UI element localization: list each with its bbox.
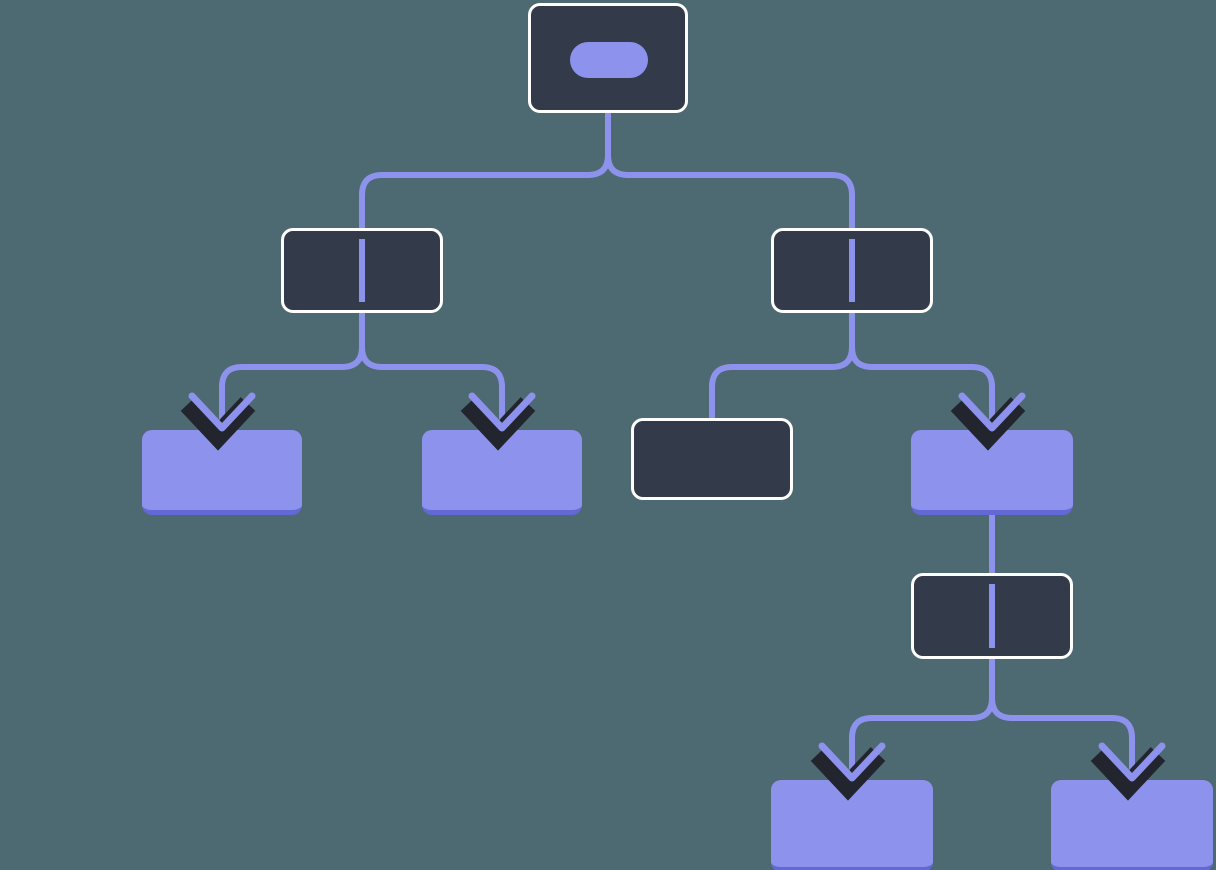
node-label [142, 430, 143, 431]
node-l2b[interactable] [771, 228, 933, 313]
edge-l4a-l5b [989, 695, 1135, 783]
node-label [911, 430, 912, 431]
node-l3a[interactable] [142, 430, 302, 515]
edge-l2a-l3b [359, 344, 505, 433]
node-l4a[interactable] [911, 573, 1073, 659]
node-label [1051, 780, 1052, 781]
edge-l2a-l3a [219, 310, 365, 433]
arrow-head-stroke [468, 392, 536, 432]
edge-l4a-l5a [849, 656, 995, 783]
edge-l2b-l3c [709, 310, 855, 421]
node-l5a[interactable] [771, 780, 933, 870]
arrow-head-stroke [818, 742, 886, 782]
root-pill-badge[interactable] [570, 42, 648, 78]
node-l3c[interactable] [631, 418, 793, 500]
node-label [774, 231, 775, 232]
edge-l2b-l3d [849, 344, 995, 433]
node-label [422, 430, 423, 431]
node-l3d[interactable] [911, 430, 1073, 515]
node-label [914, 576, 915, 577]
node-label [531, 6, 532, 7]
node-label [771, 780, 772, 781]
node-l3b[interactable] [422, 430, 582, 515]
arrow-head-stroke [1098, 742, 1166, 782]
node-l2a[interactable] [281, 228, 443, 313]
arrow-head-stroke [188, 392, 256, 432]
diagram-title: Tree Diagram [0, 0, 1, 1]
node-label [284, 231, 285, 232]
edge-root-l2b [605, 152, 855, 231]
node-l5b[interactable] [1051, 780, 1213, 870]
node-label [634, 421, 635, 422]
arrow-head-stroke [958, 392, 1026, 432]
